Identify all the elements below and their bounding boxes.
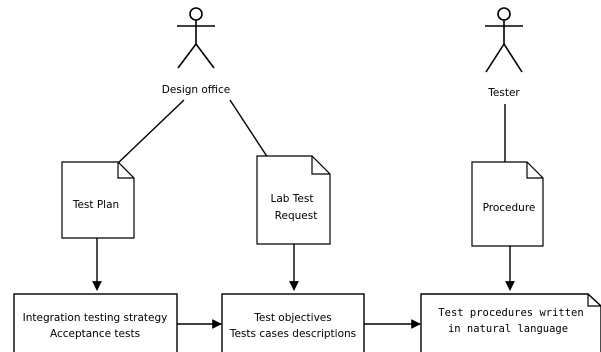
procedure-document: Procedure xyxy=(471,161,544,247)
lab-test-label-line2: Request xyxy=(275,210,318,222)
test-plan-document: Test Plan xyxy=(61,161,135,239)
design-office-to-lab-request-line xyxy=(229,99,269,159)
lab-test-label-line1: Lab Test xyxy=(271,193,314,205)
integration-strategy-line1: Integration testing strategy xyxy=(23,312,168,324)
design-office-to-test-plan-line xyxy=(116,99,185,165)
tester-label: Tester xyxy=(487,87,520,99)
procedure-label: Procedure xyxy=(483,202,536,214)
test-objectives-box: Test objectives Tests cases descriptions xyxy=(221,293,365,352)
test-objectives-line2: Tests cases descriptions xyxy=(229,328,356,340)
lab-test-request-document: Lab Test Request xyxy=(256,155,331,245)
test-objectives-line1: Test objectives xyxy=(253,312,331,324)
test-procedures-line1: Test procedures written xyxy=(438,307,583,319)
design-office-actor xyxy=(177,7,215,69)
test-plan-label: Test Plan xyxy=(72,199,119,211)
tester-actor xyxy=(485,7,523,73)
integration-strategy-line2: Acceptance tests xyxy=(50,328,140,340)
test-procedures-note: Test procedures written in natural langu… xyxy=(420,293,601,352)
test-procedures-line2: in natural language xyxy=(448,323,568,335)
integration-strategy-box: Integration testing strategy Acceptance … xyxy=(13,293,178,352)
design-office-label: Design office xyxy=(162,84,230,96)
